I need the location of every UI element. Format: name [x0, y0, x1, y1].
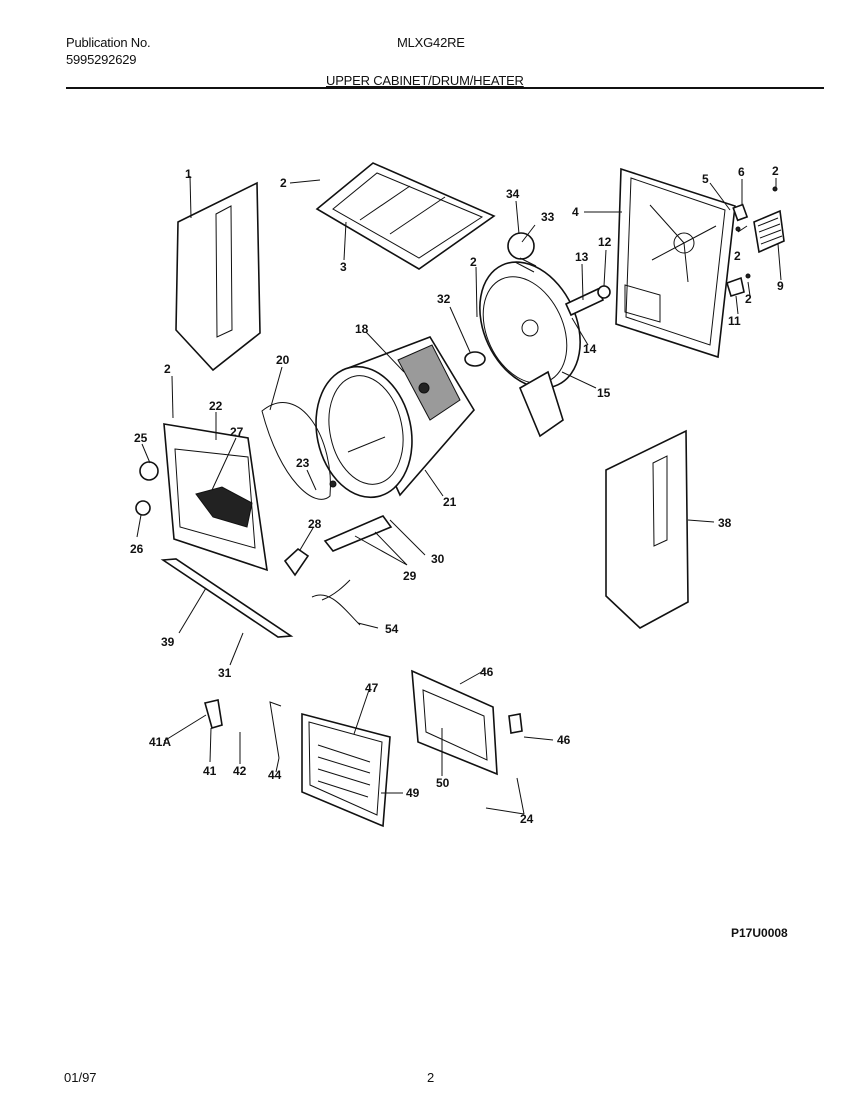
header-rule: [66, 87, 824, 89]
part-47-heater: [301, 712, 391, 828]
callout-34: 34: [506, 187, 520, 201]
callout-2: 2: [164, 362, 171, 376]
callout-42: 42: [233, 764, 247, 778]
callout-54: 54: [385, 622, 399, 636]
callout-14: 14: [583, 342, 597, 356]
callout-21: 21: [443, 495, 457, 509]
roller-assembly: [564, 285, 611, 317]
page-number: 2: [427, 1070, 435, 1085]
callout-44: 44: [268, 768, 282, 782]
callout-2: 2: [772, 164, 779, 178]
callout-24: 24: [520, 812, 534, 826]
callout-2: 2: [745, 292, 752, 306]
part-41-bracket: [204, 699, 223, 730]
callout-31: 31: [218, 666, 232, 680]
callout-49: 49: [406, 786, 420, 800]
model-number: MLXG42RE: [397, 35, 465, 50]
callout-28: 28: [308, 517, 322, 531]
publication-date: 01/97: [64, 1070, 97, 1085]
section-title: UPPER CABINET/DRUM/HEATER: [326, 73, 524, 88]
callout-3: 3: [340, 260, 347, 274]
callout-5: 5: [702, 172, 709, 186]
callout-18: 18: [355, 322, 369, 336]
callout-41: 41: [203, 764, 217, 778]
leader-lines: [136, 175, 782, 815]
parts-28-30: [283, 515, 393, 577]
callout-29: 29: [403, 569, 417, 583]
part-3-top-panel: [315, 162, 496, 270]
part-20-belt: [261, 402, 337, 500]
publication-number: 5995292629: [66, 52, 137, 67]
callout-26: 26: [130, 542, 144, 556]
callout-1: 1: [185, 167, 192, 181]
part-15-rear-bulkhead: [479, 261, 581, 438]
part-1-side-panel: [175, 181, 261, 372]
part-38-side-panel: [605, 429, 689, 629]
callout-46: 46: [557, 733, 571, 747]
callout-30: 30: [431, 552, 445, 566]
publication-label: Publication No.: [66, 35, 151, 50]
part-34-thermostat: [507, 232, 537, 273]
part-39-seal: [160, 558, 294, 638]
callout-25: 25: [134, 431, 148, 445]
callout-27: 27: [230, 425, 244, 439]
callout-4: 4: [572, 205, 579, 219]
callout-2: 2: [470, 255, 477, 269]
rear-hardware: [726, 186, 785, 297]
part-44-tube: [269, 701, 282, 759]
callout-11: 11: [728, 314, 741, 328]
callout-13: 13: [575, 250, 589, 264]
callout-46: 46: [480, 665, 494, 679]
part-54-harness: [311, 579, 361, 626]
callout-39: 39: [161, 635, 175, 649]
callout-2: 2: [734, 249, 741, 263]
part-32-bearing: [464, 351, 486, 367]
part-50-frame: [411, 669, 523, 776]
callout-15: 15: [597, 386, 611, 400]
callout-32: 32: [437, 292, 451, 306]
diagram-id: P17U0008: [731, 926, 788, 940]
part-21-drum: [315, 336, 475, 499]
callout-6: 6: [738, 165, 745, 179]
part-4-rear-panel: [615, 167, 736, 359]
part-22-front-panel: [135, 423, 268, 572]
callout-12: 12: [598, 235, 612, 249]
callout-50: 50: [436, 776, 450, 790]
callout-22: 22: [209, 399, 223, 413]
callout-23: 23: [296, 456, 310, 470]
callout-20: 20: [276, 353, 290, 367]
callout-41a: 41A: [149, 735, 171, 749]
callout-2: 2: [280, 176, 287, 190]
callout-38: 38: [718, 516, 732, 530]
callout-47: 47: [365, 681, 379, 695]
callout-9: 9: [777, 279, 784, 293]
callout-33: 33: [541, 210, 555, 224]
